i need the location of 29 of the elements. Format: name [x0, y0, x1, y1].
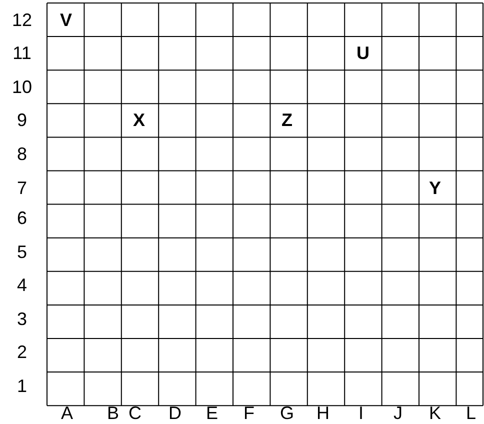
column-letter: I — [358, 404, 364, 422]
grid-letter: V — [60, 10, 72, 29]
row-number: 10 — [12, 78, 32, 96]
column-letter: A — [61, 404, 73, 422]
grid-letter: U — [356, 44, 370, 62]
column-letter: F — [244, 404, 254, 422]
row-number: 6 — [17, 209, 27, 228]
row-number: 9 — [17, 111, 27, 130]
column-letter: E — [206, 404, 218, 422]
column-letter: H — [316, 404, 330, 422]
row-number: 2 — [17, 343, 27, 362]
grid-letter: X — [133, 111, 145, 130]
row-number: 1 — [17, 376, 27, 395]
column-letter: J — [394, 404, 402, 422]
row-number: 3 — [17, 310, 27, 328]
grid-letter: Y — [429, 178, 441, 197]
column-letter: G — [280, 404, 294, 422]
row-number: 12 — [12, 10, 32, 29]
row-number: 8 — [17, 144, 27, 163]
row-number: 7 — [17, 178, 27, 197]
column-letter: D — [168, 404, 182, 422]
row-number: 4 — [17, 276, 27, 294]
column-letter: C — [128, 404, 142, 422]
column-letter: K — [429, 404, 441, 422]
column-letter: L — [466, 404, 476, 422]
row-number: 11 — [12, 44, 32, 62]
grid-letter: Z — [282, 111, 292, 130]
row-number: 5 — [17, 242, 27, 261]
column-letter: B — [107, 404, 119, 422]
